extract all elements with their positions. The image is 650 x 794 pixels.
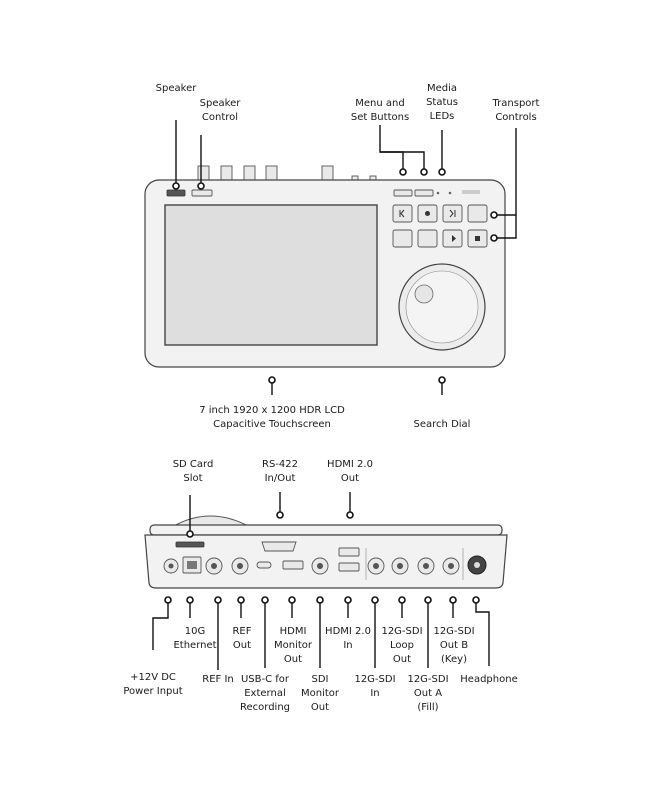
speaker-label: Speaker	[155, 83, 197, 94]
next-icon	[449, 209, 456, 218]
sd-card-label: SD Card Slot	[172, 459, 214, 484]
rs422-label: RS-422 In/Out	[262, 459, 298, 484]
hdmi-out-port	[338, 547, 360, 557]
search-dial-inner	[405, 270, 479, 344]
lcd-screen	[164, 204, 378, 346]
headphone-label: Headphone	[460, 674, 518, 685]
sdi-loop-label: 12G-SDI Loop Out	[381, 626, 423, 665]
dial-dome	[171, 515, 251, 528]
dial-finger-dimple	[414, 284, 434, 304]
media-led	[448, 191, 452, 195]
record-icon	[425, 211, 430, 216]
menu-button	[393, 189, 413, 197]
search-dial-label: Search Dial	[413, 419, 471, 430]
stop-icon	[475, 236, 480, 241]
play-icon	[452, 235, 456, 242]
hdmi-in-port	[338, 562, 360, 572]
top-view-device	[144, 165, 506, 368]
hdmi-in-label: HDMI 2.0 In	[325, 626, 371, 651]
hdmi-out-label: HDMI 2.0 Out	[327, 459, 373, 484]
menu-set-label: Menu and Set Buttons	[350, 98, 410, 123]
transport-button	[392, 204, 413, 223]
rear-top-slab	[149, 524, 503, 536]
hdmi-monitor-label: HDMI Monitor Out	[273, 626, 313, 665]
media-led	[436, 191, 440, 195]
sdi-out-b-label: 12G-SDI Out B (Key)	[433, 626, 475, 665]
rs422-port	[261, 541, 297, 552]
speaker-control-button	[191, 189, 213, 197]
lcd-label: 7 inch 1920 x 1200 HDR LCD Capacitive To…	[199, 405, 345, 430]
sdi-in-label: 12G-SDI In	[354, 674, 396, 699]
media-leds-label: Media Status LEDs	[426, 83, 458, 122]
transport-label: Transport Controls	[492, 98, 540, 123]
usb-c-port	[256, 561, 272, 569]
set-button	[414, 189, 434, 197]
rear-view-device	[144, 515, 508, 589]
sd-card-slot	[175, 541, 205, 548]
dc-power-label: +12V DC Power Input	[123, 672, 183, 697]
sdi-monitor-label: SDI Monitor Out	[300, 674, 340, 713]
top-view-leaders	[172, 120, 517, 395]
rear-view-leaders	[152, 492, 490, 670]
transport-button	[417, 229, 438, 248]
transport-button	[392, 229, 413, 248]
usb-c-label: USB-C for External Recording	[239, 674, 291, 713]
prev-icon	[399, 209, 405, 218]
speaker-grille	[166, 189, 186, 197]
hdmi-monitor-port	[282, 560, 304, 570]
ref-out-label: REF Out	[232, 626, 252, 651]
sdi-out-a-label: 12G-SDI Out A (Fill)	[407, 674, 449, 713]
ethernet-label: 10G Ethernet	[173, 626, 217, 651]
transport-button	[467, 204, 488, 223]
speaker-control-label: Speaker Control	[199, 98, 241, 123]
brand-mark	[462, 190, 480, 194]
ref-in-label: REF In	[202, 674, 234, 685]
